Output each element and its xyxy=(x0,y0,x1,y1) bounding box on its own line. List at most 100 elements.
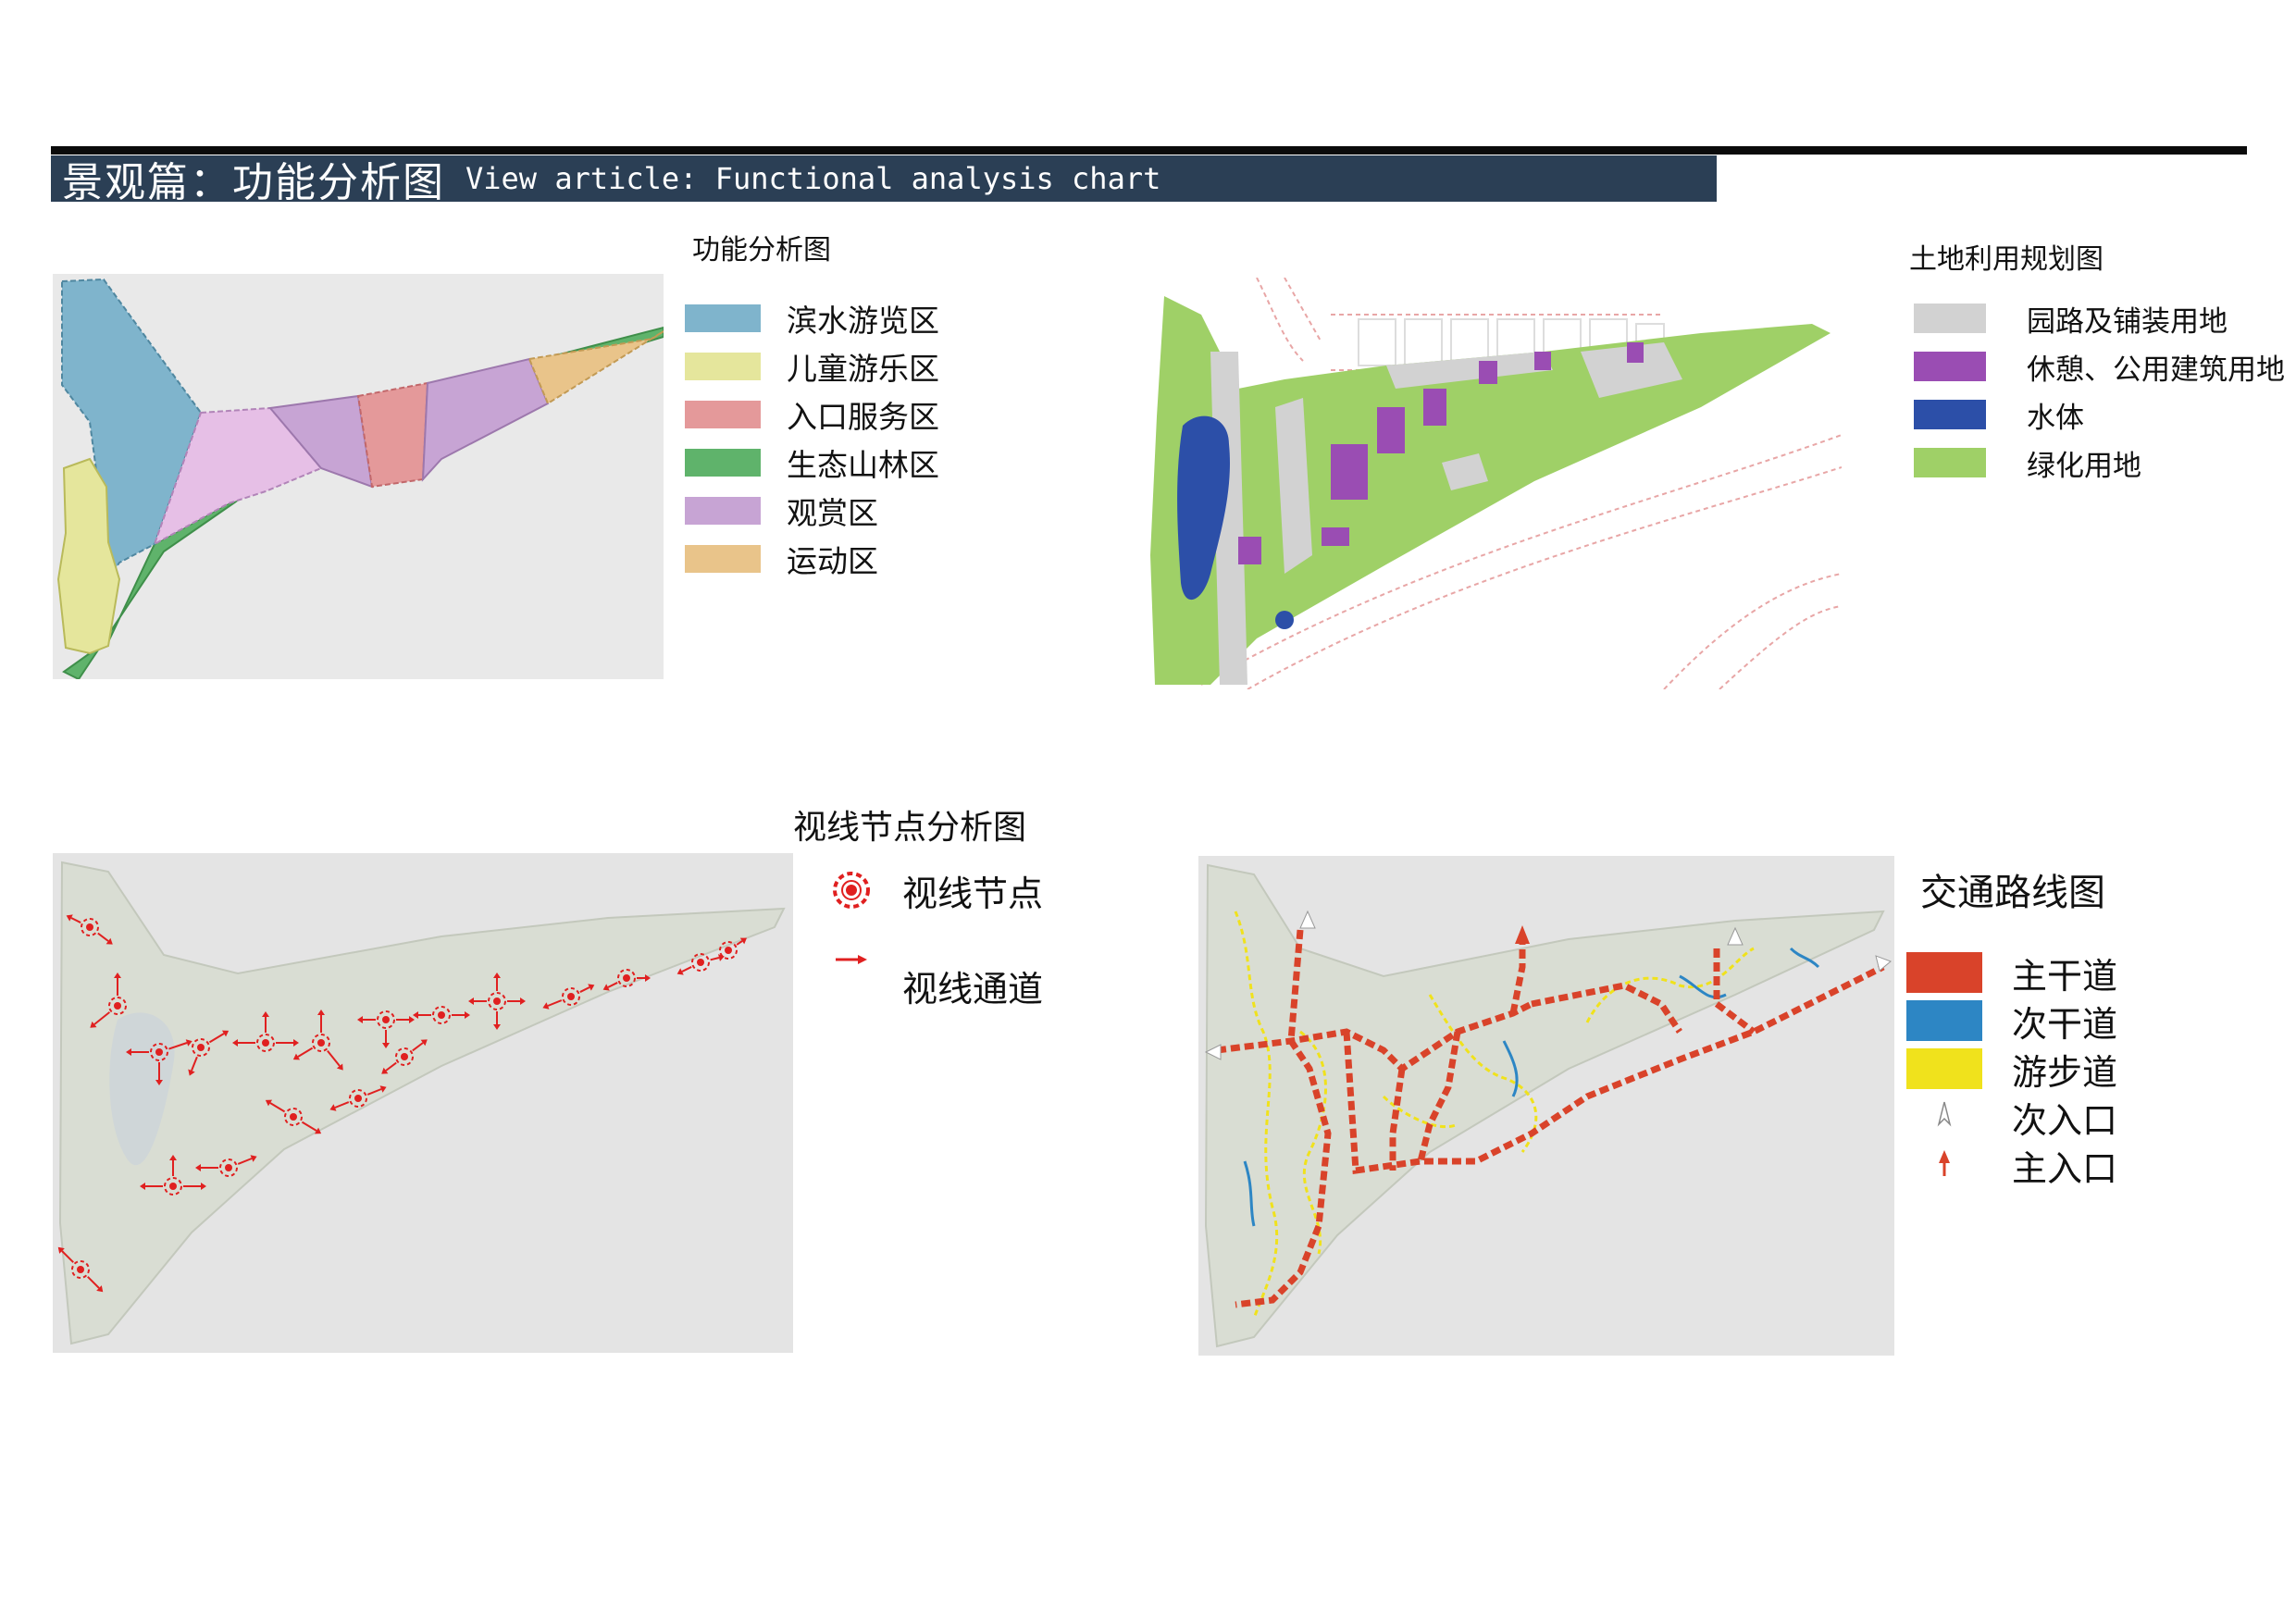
sight-node xyxy=(542,984,595,1010)
legend-swatch xyxy=(685,497,761,525)
legend-item: 休憩、公用建筑用地 xyxy=(1914,342,2285,390)
main-entrance-icon xyxy=(1906,1145,1982,1185)
legend-item: 次干道 xyxy=(1906,997,2117,1045)
zone-sports xyxy=(527,330,664,405)
sight-node xyxy=(265,1099,322,1134)
sight-node xyxy=(381,1039,428,1074)
sightline-svg xyxy=(53,853,793,1353)
sight-node-dot xyxy=(169,1183,177,1190)
legend-label: 园路及铺装用地 xyxy=(2027,304,2228,339)
legend-swatch xyxy=(1914,400,1986,429)
sight-channel-arrowhead xyxy=(718,954,725,961)
green-land xyxy=(1150,296,1831,685)
sight-node xyxy=(140,1155,206,1196)
sight-node xyxy=(357,1010,415,1048)
sight-channel-arrowhead xyxy=(588,984,595,991)
traffic-route-title: 交通路线图 xyxy=(1920,872,2105,914)
legend-label: 主干道 xyxy=(2012,955,2118,997)
zone-children xyxy=(56,457,121,655)
legend-label: 绿化用地 xyxy=(2027,449,2141,483)
sight-node-ring xyxy=(432,1006,451,1024)
sightline-analysis-title: 视线节点分析图 xyxy=(793,809,1027,847)
page-title-bar: 景观篇：功能分析图 View article: Functional analy… xyxy=(51,155,1717,206)
sight-channel-arrow xyxy=(327,1049,341,1067)
sight-channel-arrowhead xyxy=(57,1246,65,1254)
legend-label: 儿童游乐区 xyxy=(787,351,939,387)
sightline-legend: 视线节点 视线通道 xyxy=(819,865,1043,1010)
legend-item: 主干道 xyxy=(1906,948,2117,997)
legend-swatch xyxy=(1914,304,1986,333)
legend-item: 视线通道 xyxy=(819,930,1043,1010)
sight-node-dot xyxy=(725,947,732,954)
secondary-entrance-arrows xyxy=(1204,910,1892,1060)
sight-channel-arrow xyxy=(334,1101,350,1109)
sight-channel-arrow xyxy=(412,1042,424,1052)
road-lines xyxy=(1200,278,1842,689)
sight-node-dot xyxy=(317,1039,325,1047)
sight-node xyxy=(413,1006,470,1024)
sight-channel-arrow xyxy=(681,966,692,973)
sight-node xyxy=(329,1085,387,1111)
legend-item: 儿童游乐区 xyxy=(685,342,939,390)
sight-node xyxy=(676,953,725,975)
legend-item: 生态山林区 xyxy=(685,439,939,487)
sight-channel-arrowhead xyxy=(357,1016,363,1023)
legend-label: 次干道 xyxy=(2012,1003,2118,1045)
sight-node-dot xyxy=(623,974,630,982)
legend-swatch xyxy=(685,401,761,428)
sight-channel-arrowhead xyxy=(90,1021,97,1028)
sight-node xyxy=(292,1010,343,1071)
sight-channel-arrowhead xyxy=(645,974,651,982)
sight-channel-arrow xyxy=(97,932,109,942)
footpaths xyxy=(1234,911,1755,1319)
legend-item: 运动区 xyxy=(685,535,939,583)
sight-channel-arrowhead xyxy=(379,1085,387,1093)
legend-item: 水体 xyxy=(1914,390,2285,439)
sight-channel-arrowhead xyxy=(114,973,121,978)
sight-node-ring xyxy=(81,918,99,936)
legend-item: 主入口 xyxy=(1906,1141,2117,1189)
sight-node xyxy=(57,1246,104,1293)
sight-node-icon xyxy=(819,870,884,911)
sight-node-ring xyxy=(219,1158,238,1177)
sight-channel-arrowhead xyxy=(314,1127,322,1134)
sight-node-ring xyxy=(256,1034,275,1052)
functional-zones-svg xyxy=(53,274,664,679)
sight-channel-arrowhead xyxy=(201,1183,206,1190)
sight-channel-arrow xyxy=(579,986,590,993)
sight-channel-arrowhead xyxy=(105,937,113,945)
sight-node-ring xyxy=(108,997,127,1015)
sight-channel-arrowhead xyxy=(232,1039,238,1047)
sight-node-ring xyxy=(617,969,636,987)
park-outline xyxy=(58,861,786,1345)
sight-channel-arrowhead xyxy=(250,1155,257,1162)
sight-channel-arrow xyxy=(301,1121,317,1132)
legend-label: 水体 xyxy=(2027,401,2084,435)
legend-item: 次入口 xyxy=(1906,1093,2117,1141)
sight-channel-arrow xyxy=(208,1033,225,1044)
sightline-analysis-map xyxy=(53,853,793,1353)
sight-node-ring xyxy=(349,1089,367,1108)
sight-channel-arrowhead xyxy=(140,1183,145,1190)
sight-node-ring xyxy=(691,953,710,972)
legend-label: 游步道 xyxy=(2012,1051,2118,1093)
sight-channel-arrow xyxy=(168,1042,188,1050)
legend-swatch xyxy=(685,545,761,573)
legend-swatch xyxy=(1914,448,1986,477)
sight-channel-arrowhead xyxy=(262,1011,269,1017)
sight-node-dot xyxy=(697,959,704,966)
sight-node-dot xyxy=(354,1095,362,1102)
sight-node xyxy=(195,1155,257,1177)
sight-node-ring xyxy=(377,1010,395,1029)
main-roads xyxy=(1216,929,1885,1308)
traffic-route-legend: 主干道 次干道 游步道 次入口 主入口 xyxy=(1906,948,2117,1189)
sight-channel-arrow-icon xyxy=(819,947,884,987)
sight-channel-arrow xyxy=(710,957,720,961)
sight-node xyxy=(232,1011,299,1052)
sight-node-ring xyxy=(192,1038,210,1057)
sight-channel-arrowhead xyxy=(493,1024,501,1030)
sight-node xyxy=(468,973,526,1030)
sight-node-ring xyxy=(719,941,738,960)
sight-node-dot xyxy=(197,1044,205,1051)
sight-channel-arrow xyxy=(87,1276,100,1289)
